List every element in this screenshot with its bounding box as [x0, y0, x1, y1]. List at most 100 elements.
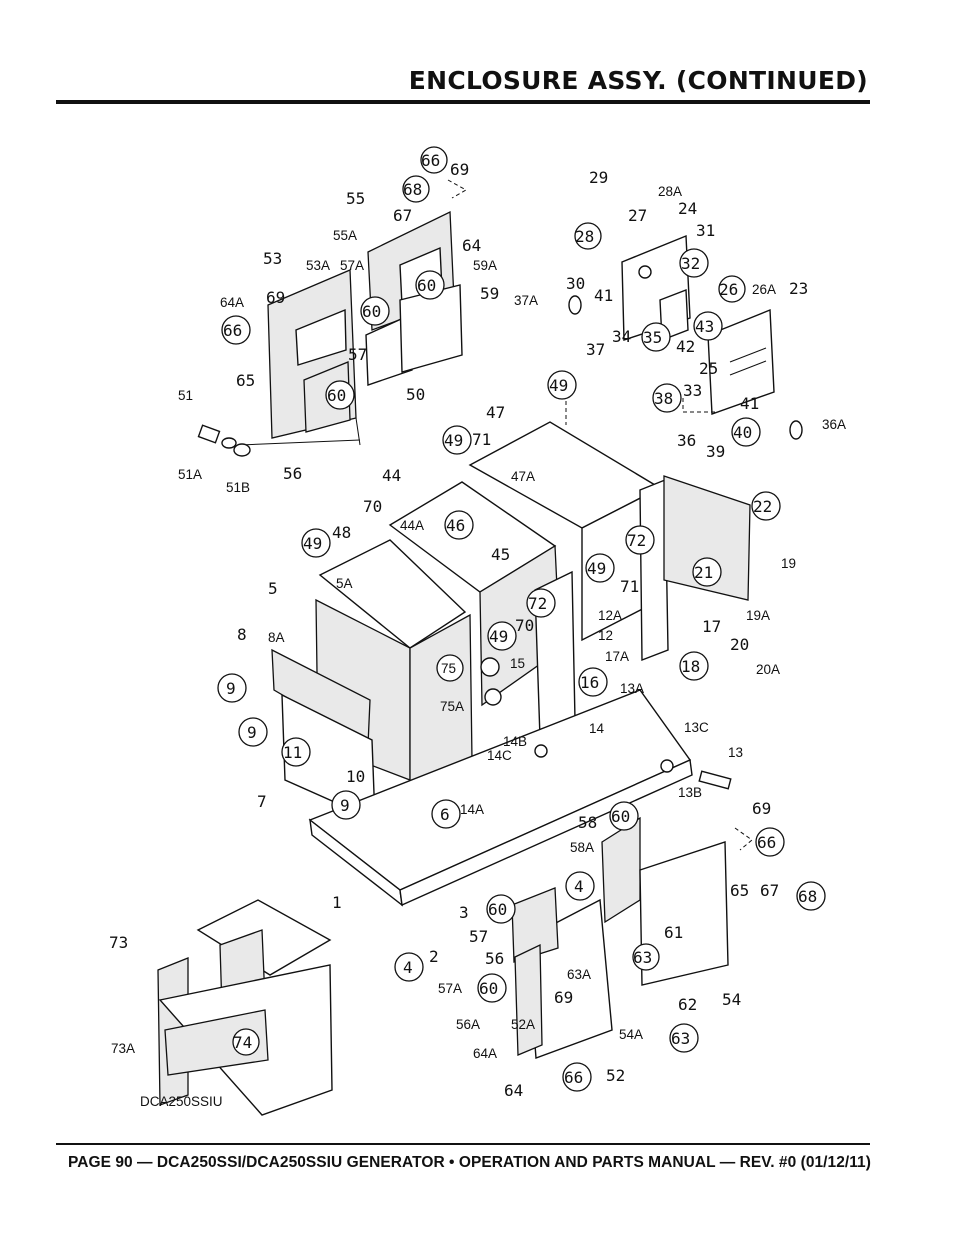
label-14: 14	[589, 721, 605, 736]
label-26A: 26A	[752, 282, 776, 297]
label-60a: 60	[417, 276, 436, 295]
label-49e: 49	[489, 627, 508, 646]
label-57: 57	[348, 345, 367, 364]
footer-rule	[56, 1143, 870, 1145]
label-69c: 69	[752, 799, 771, 818]
label-59: 59	[480, 284, 499, 303]
label-69b: 69	[266, 288, 285, 307]
label-17A: 17A	[605, 649, 629, 664]
label-66b: 66	[223, 321, 242, 340]
label-60c: 60	[327, 386, 346, 405]
label-41a: 41	[594, 286, 613, 305]
label-13C: 13C	[684, 720, 709, 735]
label-33: 33	[683, 381, 702, 400]
label-30: 30	[566, 274, 585, 293]
label-69d: 69	[554, 988, 573, 1007]
label-72a: 72	[627, 531, 646, 550]
label-13: 13	[728, 745, 743, 760]
label-20: 20	[730, 635, 749, 654]
bottom-panels-assembly	[511, 816, 753, 1059]
label-64Ab: 64A	[473, 1046, 497, 1061]
label-28A: 28A	[658, 184, 682, 199]
label-60b: 60	[362, 302, 381, 321]
label-31: 31	[696, 221, 715, 240]
label-53: 53	[263, 249, 282, 268]
label-24: 24	[678, 199, 697, 218]
label-69a: 69	[450, 160, 469, 179]
label-49b: 49	[444, 431, 463, 450]
label-52: 52	[606, 1066, 625, 1085]
label-74: 74	[233, 1033, 252, 1052]
label-58A: 58A	[570, 840, 594, 855]
label-27: 27	[628, 206, 647, 225]
label-10: 10	[346, 767, 365, 786]
label-60e: 60	[488, 900, 507, 919]
label-73: 73	[109, 933, 128, 952]
label-36A: 36A	[822, 417, 846, 432]
label-14C: 14C	[487, 748, 512, 763]
label-66a: 66	[421, 151, 440, 170]
label-1: 1	[332, 893, 342, 912]
label-14A: 14A	[460, 802, 484, 817]
label-68b: 68	[798, 887, 817, 906]
label-9a: 9	[226, 679, 236, 698]
label-54A: 54A	[619, 1027, 643, 1042]
label-55A: 55A	[333, 228, 357, 243]
label-26: 26	[719, 280, 738, 299]
label-73A: 73A	[111, 1041, 135, 1056]
label-5: 5	[268, 579, 278, 598]
label-9c: 9	[340, 796, 350, 815]
label-64Aa: 64A	[220, 295, 244, 310]
page-title: ENCLOSURE ASSY. (CONTINUED)	[408, 66, 868, 95]
label-37: 37	[586, 340, 605, 359]
label-4a: 4	[574, 877, 584, 896]
label-17: 17	[702, 617, 721, 636]
label-13B: 13B	[678, 785, 702, 800]
label-9b: 9	[247, 723, 257, 742]
label-49c: 49	[303, 534, 322, 553]
label-13A: 13A	[620, 681, 644, 696]
label-44A: 44A	[400, 518, 424, 533]
dca250ssiu-inset	[157, 899, 333, 1116]
label-40: 40	[733, 423, 752, 442]
label-48: 48	[332, 523, 351, 542]
label-71a: 71	[472, 430, 491, 449]
label-56: 56	[283, 464, 302, 483]
label-72b: 72	[528, 594, 547, 613]
label-38: 38	[654, 389, 673, 408]
page-footer: PAGE 90 — DCA250SSI/DCA250SSIU GENERATOR…	[68, 1154, 871, 1171]
label-32: 32	[681, 254, 700, 273]
label-35: 35	[643, 328, 662, 347]
label-36: 36	[677, 431, 696, 450]
label-19: 19	[781, 556, 796, 571]
label-39: 39	[706, 442, 725, 461]
label-66d: 66	[564, 1068, 583, 1087]
label-7: 7	[257, 792, 267, 811]
label-51A: 51A	[178, 467, 202, 482]
label-54: 54	[722, 990, 741, 1009]
label-42: 42	[676, 337, 695, 356]
label-4b: 4	[403, 958, 413, 977]
label-60f: 60	[479, 979, 498, 998]
label-55: 55	[346, 189, 365, 208]
label-3: 3	[459, 903, 469, 922]
label-57Ab: 57A	[438, 981, 462, 996]
label-62: 62	[678, 995, 697, 1014]
label-70b: 70	[515, 616, 534, 635]
callout-labels: 66 69 68 67 55 64 55A 53 53A 57A 59A 60 …	[109, 146, 846, 1109]
label-46: 46	[446, 516, 465, 535]
label-5A: 5A	[336, 576, 353, 591]
label-34: 34	[612, 327, 631, 346]
label-68a: 68	[403, 180, 422, 199]
main-enclosure-body	[271, 380, 751, 907]
label-47A: 47A	[511, 469, 535, 484]
label-49a: 49	[549, 376, 568, 395]
label-15: 15	[510, 656, 525, 671]
label-50: 50	[406, 385, 425, 404]
label-63A: 63A	[567, 967, 591, 982]
label-71b: 71	[620, 577, 639, 596]
label-25: 25	[699, 359, 718, 378]
label-65b: 65	[730, 881, 749, 900]
label-29: 29	[589, 168, 608, 187]
